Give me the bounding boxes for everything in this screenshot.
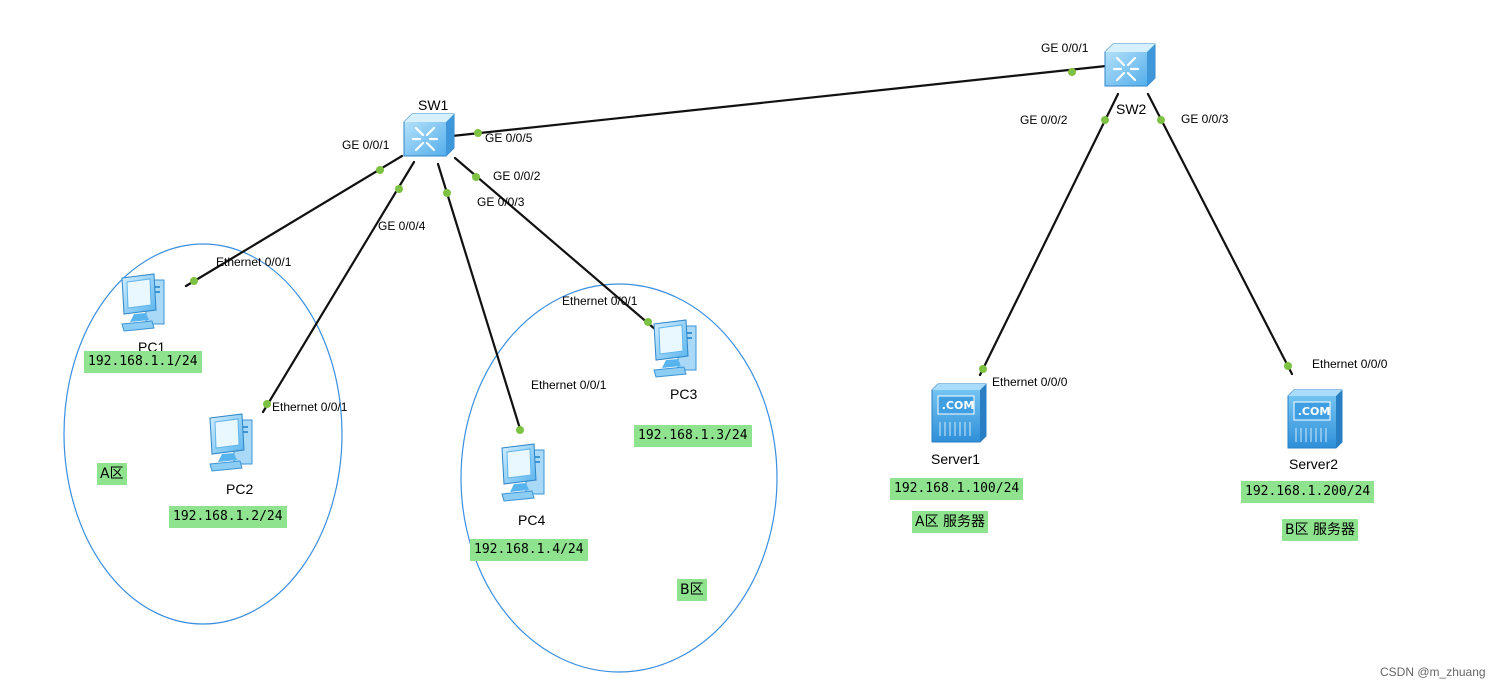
link-sw2-server2[interactable] [1146, 92, 1294, 376]
port-dot [474, 129, 482, 137]
device-name-sw2: SW2 [1116, 101, 1147, 117]
ip-label-server1: 192.168.1.100/24 [890, 478, 1024, 500]
ip-label-pc1: 192.168.1.1/24 [84, 351, 202, 373]
ip-label-pc2: 192.168.1.2/24 [169, 506, 287, 528]
port-label-sw2-ge003: GE 0/0/3 [1181, 112, 1229, 126]
port-dot [376, 166, 384, 174]
device-name-server2: Server2 [1289, 456, 1339, 472]
port-dot [395, 185, 403, 193]
device-name-server1: Server1 [931, 451, 981, 467]
port-label-sw1-ge001: GE 0/0/1 [342, 138, 390, 152]
port-label-server2-eth: Ethernet 0/0/0 [1312, 357, 1388, 371]
port-dot [1101, 116, 1109, 124]
server2-icon[interactable] [1287, 389, 1343, 449]
device-name-sw1: SW1 [418, 97, 449, 113]
device-name-pc2: PC2 [226, 481, 254, 497]
device-name-pc3: PC3 [670, 386, 698, 402]
zone-label-b: B区 [677, 579, 707, 601]
link-sw1-pc3[interactable] [453, 156, 658, 332]
link-sw1-pc2[interactable] [261, 160, 416, 414]
port-dot [516, 426, 524, 434]
pc2-icon[interactable] [209, 413, 253, 472]
port-dot [1284, 362, 1292, 370]
port-label-pc1-eth: Ethernet 0/0/1 [216, 255, 292, 269]
port-label-pc2-eth: Ethernet 0/0/1 [272, 400, 348, 414]
pc4-icon[interactable] [501, 443, 545, 502]
port-label-server1-eth: Ethernet 0/0/0 [992, 375, 1068, 389]
port-dot [979, 365, 987, 373]
port-label-pc4-eth: Ethernet 0/0/1 [531, 378, 607, 392]
link-sw1-pc1[interactable] [184, 154, 404, 288]
port-label-sw1-ge003: GE 0/0/3 [477, 195, 525, 209]
device-name-pc4: PC4 [518, 512, 546, 528]
ip-label-pc4: 192.168.1.4/24 [470, 539, 588, 561]
server2-badge: .COM [1298, 405, 1331, 418]
watermark: CSDN @m_zhuang [1380, 665, 1486, 679]
port-dot [1157, 116, 1165, 124]
port-label-sw2-ge001: GE 0/0/1 [1041, 41, 1089, 55]
pc3-icon[interactable] [653, 319, 697, 378]
port-dot [472, 173, 480, 181]
zone-a-ring [63, 243, 343, 625]
ip-label-pc3: 192.168.1.3/24 [634, 425, 752, 447]
port-dot [443, 189, 451, 197]
port-label-sw1-ge002: GE 0/0/2 [493, 169, 541, 183]
zone-b-ring [460, 283, 778, 673]
server1-badge: .COM [942, 399, 975, 412]
port-label-sw1-ge005: GE 0/0/5 [485, 131, 533, 145]
zone-label-a: A区 [97, 463, 127, 485]
port-dot [263, 400, 271, 408]
port-label-sw1-ge004: GE 0/0/4 [378, 219, 426, 233]
port-label-sw2-ge002: GE 0/0/2 [1020, 113, 1068, 127]
zone-label-b-server: B区 服务器 [1282, 519, 1359, 541]
port-label-pc3-eth: Ethernet 0/0/1 [562, 294, 638, 308]
port-dot [1068, 68, 1076, 76]
switch-sw2-icon[interactable] [1103, 42, 1157, 88]
switch-sw1-icon[interactable] [402, 112, 456, 158]
link-sw2-server1[interactable] [978, 92, 1120, 377]
zone-label-a-server: A区 服务器 [912, 511, 989, 533]
ip-label-server2: 192.168.1.200/24 [1241, 481, 1375, 503]
link-sw1-pc4[interactable] [436, 162, 523, 434]
port-dot [190, 277, 198, 285]
port-dot [644, 318, 652, 326]
pc1-icon[interactable] [121, 273, 165, 332]
server1-icon[interactable] [931, 383, 987, 443]
link-sw1-sw2[interactable] [450, 64, 1108, 138]
